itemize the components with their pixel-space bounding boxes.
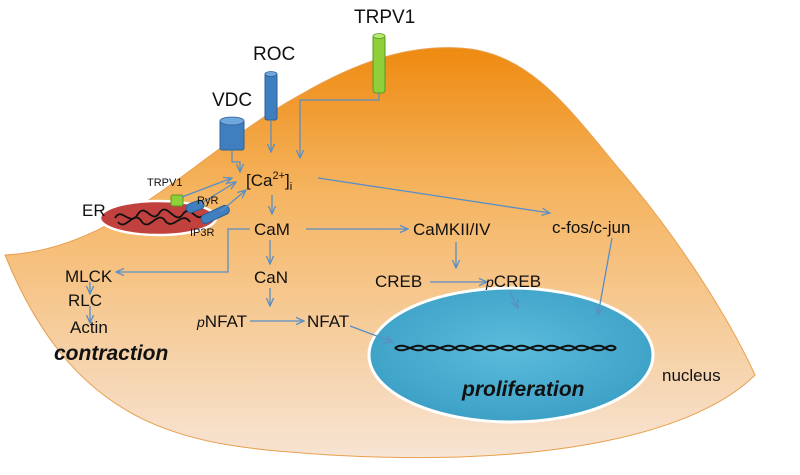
label-rlc: RLC (68, 291, 102, 310)
label-camkii-iv: CaMKII/IV (413, 220, 491, 239)
arrow-vdc-ca (231, 150, 240, 172)
label-er: ER (82, 201, 106, 220)
trpv1-er-channel-icon (170, 194, 184, 207)
label-ryr: RyR (197, 195, 218, 207)
arrow-ip3r-ca (219, 190, 246, 213)
arrow-ca-cfos (317, 177, 550, 213)
arrow-pcreb-nucleus (509, 291, 518, 308)
label-proliferation: proliferation (461, 378, 585, 401)
label-nfat: NFAT (307, 312, 349, 331)
label-cam: CaM (254, 220, 290, 239)
label-trpv1-er: TRPV1 (147, 177, 182, 189)
label-cfos-cjun: c-fos/c-jun (552, 218, 630, 237)
arrow-nfat-nucleus (349, 325, 393, 342)
label-trpv1-top: TRPV1 (354, 7, 415, 28)
label-nucleus: nucleus (662, 366, 721, 385)
label-vdc: VDC (212, 90, 252, 111)
cell-body (4, 47, 756, 459)
label-actin: Actin (70, 318, 108, 337)
arrow-cfos-nucleus (598, 237, 613, 315)
roc-channel-icon (264, 72, 278, 121)
ryr-channel-icon (185, 199, 205, 214)
trpv1-top-channel-icon (372, 34, 386, 94)
label-creb: CREB (375, 272, 422, 291)
label-pcreb: pCREB (485, 272, 541, 291)
pathway-arrows (90, 93, 613, 342)
label-roc: ROC (253, 44, 295, 65)
dna-helix-icon (394, 344, 617, 352)
arrow-trpv1er-ca (181, 178, 232, 198)
nucleus (367, 286, 655, 424)
label-ca-intracellular: [Ca2+]i (246, 170, 292, 193)
label-can: CaN (254, 268, 288, 287)
arrow-ryr-ca (199, 182, 236, 205)
label-ip3r: IP3R (190, 227, 215, 239)
label-contraction: contraction (54, 342, 168, 365)
arrow-cam-mlck (116, 228, 250, 272)
label-pnfat: pNFAT (196, 312, 247, 331)
label-mlck: MLCK (65, 267, 113, 286)
arrow-trpv1-ca (300, 93, 380, 158)
